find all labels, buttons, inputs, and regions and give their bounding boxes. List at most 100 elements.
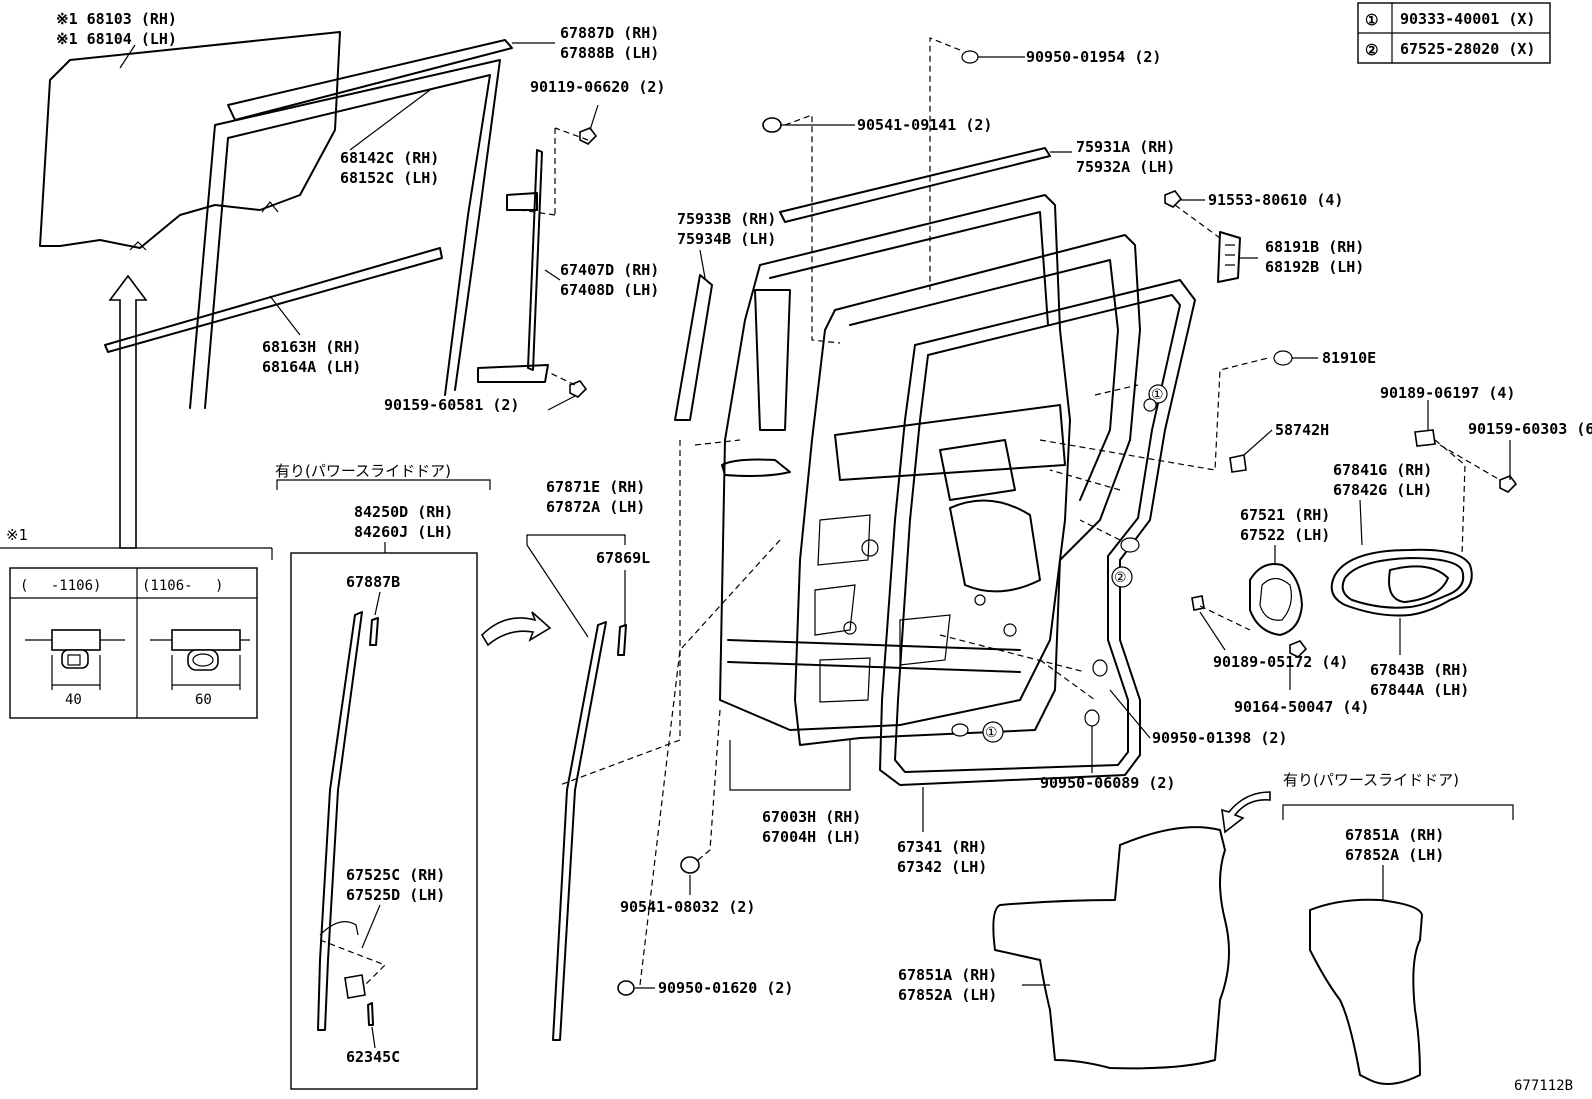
label-panel-rh: 67003H (RH) <box>762 808 861 826</box>
label-wstrip-rh: 67341 (RH) <box>897 838 987 856</box>
rear-channel <box>477 149 561 383</box>
label-strip-67887b: 67887B <box>346 573 400 591</box>
label-film-rh: 67843B (RH) <box>1370 661 1469 679</box>
label-film-lh: 67844A (LH) <box>1370 681 1469 699</box>
up-arrow <box>108 274 148 549</box>
power-door-box <box>290 552 478 1090</box>
legend-part-2: 67525-28020 (X) <box>1400 40 1535 58</box>
dash-lead-4 <box>697 709 721 861</box>
label-bolt-60303: 90159-60303 (6) <box>1468 420 1592 438</box>
label-run-lh: 68152C (LH) <box>340 169 439 187</box>
dash-lead-5 <box>1094 384 1139 396</box>
label-plug-81910e: 81910E <box>1322 349 1376 367</box>
label-clip-05172: 90189-05172 (4) <box>1213 653 1348 671</box>
option-note-2: 有り(パワースライドドア) <box>1283 771 1459 789</box>
plug-81910e <box>1273 350 1318 366</box>
door-inner-panel <box>794 234 1141 746</box>
svg-text:②: ② <box>1114 570 1127 586</box>
door-edge-strip <box>552 621 627 1041</box>
label-bolt-80610: 91553-80610 (4) <box>1208 191 1343 209</box>
direction-arrow <box>480 611 552 647</box>
inset-col1-dim: 40 <box>65 692 82 708</box>
bolt-50047 <box>1289 640 1308 690</box>
label-panel-lh: 67004H (LH) <box>762 828 861 846</box>
label-wstrip-lh: 67342 (LH) <box>897 858 987 876</box>
legend-num-2: ② <box>1365 41 1378 59</box>
dash-lead-9 <box>1039 659 1096 701</box>
label-weather-rh: 68163H (RH) <box>262 338 361 356</box>
belt-molding <box>227 39 555 121</box>
label-plug-01954: 90950-01954 (2) <box>1026 48 1161 66</box>
weatherstrip-inner <box>104 247 443 353</box>
dash-lead-7 <box>1079 519 1121 541</box>
door-weatherstrip <box>879 279 1196 786</box>
bolt-06620 <box>519 104 599 216</box>
inset-mark: ※1 <box>6 526 28 544</box>
legend-table: ① 90333-40001 (X) ② 67525-28020 (X) <box>1357 2 1551 64</box>
service-hole-cover <box>1330 548 1473 617</box>
label-glass-lh: ※1 68104 (LH) <box>56 30 177 48</box>
svg-text:①: ① <box>985 725 998 741</box>
label-plug-06089: 90950-06089 (2) <box>1040 774 1175 792</box>
label-wire-rh: 67525C (RH) <box>346 866 445 884</box>
label-bolt-06620: 90119-06620 (2) <box>530 78 665 96</box>
dash-lead-6 <box>1049 469 1121 491</box>
power-door-strip <box>317 611 379 1031</box>
label-run-rh: 68142C (RH) <box>340 149 439 167</box>
dash-lead-2 <box>559 440 681 786</box>
callout-2: ② <box>1111 537 1140 588</box>
label-wire-lh: 67525D (LH) <box>346 886 445 904</box>
upper-rail <box>779 147 1072 223</box>
label-frame-lh: 84260J (LH) <box>354 523 453 541</box>
label-board-rh: 67851A (RH) <box>898 966 997 984</box>
label-mold-lh: 67888B (LH) <box>560 44 659 62</box>
label-plug-01620: 90950-01620 (2) <box>658 979 793 997</box>
front-molding <box>674 249 713 421</box>
board-bracket <box>1282 804 1514 820</box>
speaker-seal <box>1249 563 1303 636</box>
label-board2-lh: 67852A (LH) <box>1345 846 1444 864</box>
stay-bracket <box>1217 231 1258 283</box>
hole-cover-58742h <box>1229 429 1273 473</box>
inset-col2-header: (1106- ) <box>142 578 223 594</box>
dash-lead-8 <box>939 634 1086 673</box>
connector-bracket <box>319 939 387 1026</box>
label-cover-lh: 67842G (LH) <box>1333 481 1432 499</box>
trim-board-left <box>992 826 1230 1070</box>
label-seal-rh: 67521 (RH) <box>1240 506 1330 524</box>
clip-09141 <box>762 114 855 344</box>
trim-board-right <box>1309 898 1423 1085</box>
label-rail-rh: 75931A (RH) <box>1076 138 1175 156</box>
label-seal-lh: 67522 (LH) <box>1240 526 1330 544</box>
label-cover-rh: 67841G (RH) <box>1333 461 1432 479</box>
label-board2-rh: 67851A (RH) <box>1345 826 1444 844</box>
glass-run <box>189 59 501 409</box>
label-bolt-50047: 90164-50047 (4) <box>1234 698 1369 716</box>
label-channel-rh: 67407D (RH) <box>560 261 659 279</box>
label-mold-rh: 67887D (RH) <box>560 24 659 42</box>
label-stay-lh: 68192B (LH) <box>1265 258 1364 276</box>
inset-col1-header: ( -1106) <box>20 578 101 594</box>
bolt-60303 <box>1439 440 1518 493</box>
callout-1-top: ① <box>1143 384 1168 412</box>
label-clip-09141: 90541-09141 (2) <box>857 116 992 134</box>
figure-code: 677112B <box>1514 1078 1573 1094</box>
label-mold2-lh: 75934B (LH) <box>677 230 776 248</box>
callout-1-bottom: ① <box>951 721 1004 743</box>
door-outer-panel <box>719 194 1071 731</box>
dash-lead-1 <box>694 439 741 446</box>
label-strip-lh: 67872A (LH) <box>546 498 645 516</box>
door-glass <box>39 31 341 251</box>
clip-05172 <box>1191 595 1251 651</box>
label-glass-rh: ※1 68103 (RH) <box>56 10 177 28</box>
dash-lead-3 <box>639 539 781 986</box>
label-frame-rh: 84250D (RH) <box>354 503 453 521</box>
label-weather-lh: 68164A (LH) <box>262 358 361 376</box>
label-clip-08032: 90541-08032 (2) <box>620 898 755 916</box>
plug-01398 <box>1092 659 1151 739</box>
legend-part-1: 90333-40001 (X) <box>1400 10 1535 28</box>
plug-01620 <box>617 980 655 996</box>
plug-06089 <box>1084 709 1100 773</box>
label-stay-rh: 68191B (RH) <box>1265 238 1364 256</box>
